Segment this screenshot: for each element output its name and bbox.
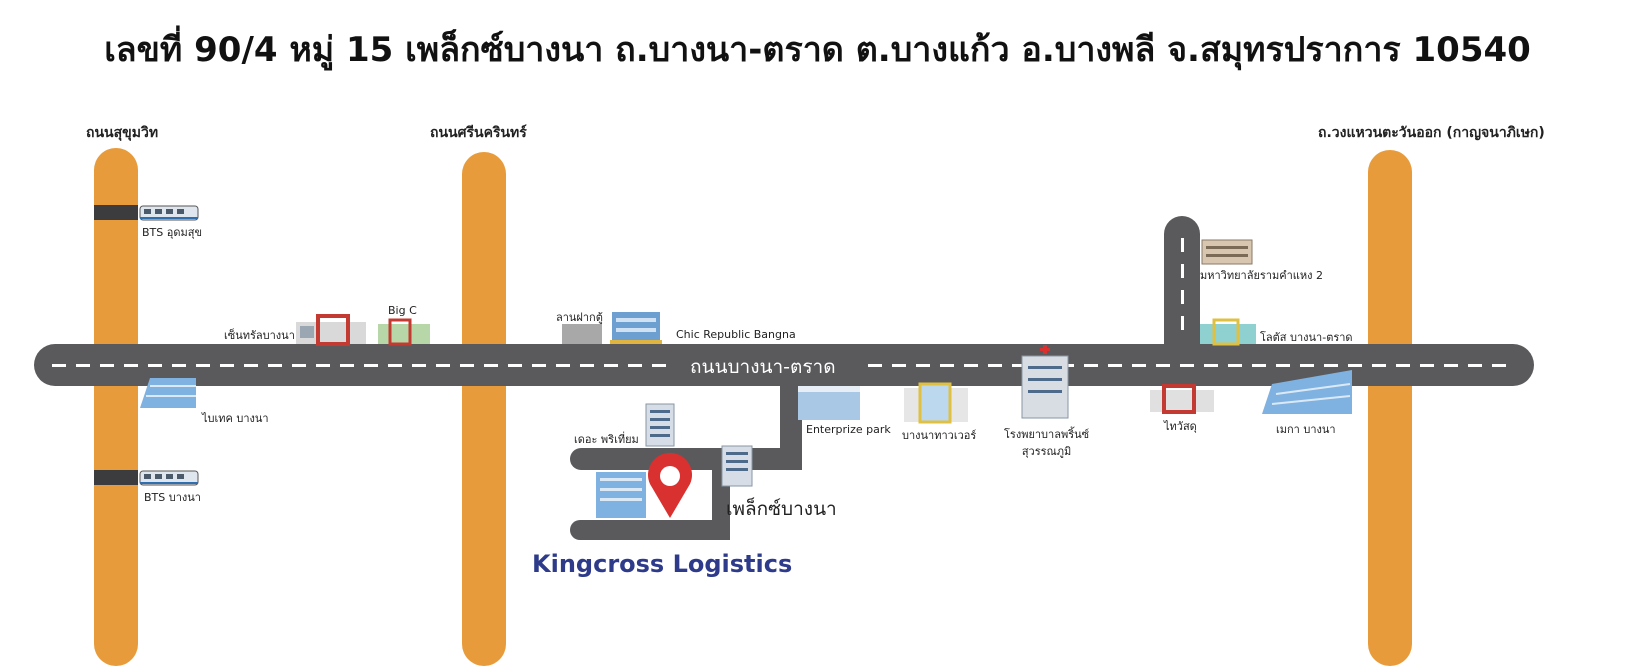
label-bts-bangna: BTS บางนา [144, 491, 201, 504]
road-label-sukhumvit: ถนนสุขุมวิท [86, 125, 159, 141]
label-bts-udomsuk: BTS อุดมสุข [142, 226, 202, 239]
building-icon-mega [1262, 370, 1352, 414]
label-enterprize-park: Enterprize park [806, 423, 891, 436]
label-the-prestige: เดอะ พริเที่ยม [574, 433, 639, 446]
label-lotus: โลตัส บางนา-ตราด [1260, 331, 1353, 344]
label-lan-fak-tu: ลานฝากตู้ [556, 311, 603, 324]
building-icon-chic-republic [610, 312, 662, 344]
label-bitec: ไบเทค บางนา [202, 412, 269, 425]
highway-srinakarin [462, 152, 506, 666]
road-access-vertical [780, 370, 802, 470]
highway-east-ring [1368, 150, 1412, 666]
building-icon-thaiwatsadu [1150, 384, 1214, 414]
label-hospital: โรงพยาบาลพริ้นซ์ สุวรรณภูมิ [1004, 428, 1090, 458]
building-icon-central [296, 314, 366, 346]
building-icon-lotus [1200, 318, 1256, 346]
building-icon-prestige [645, 403, 675, 447]
building-icon-plex-bangna [721, 445, 753, 487]
road-center-dashes-left [52, 364, 672, 367]
label-mega-bangna: เมกา บางนา [1276, 423, 1336, 436]
road-access-bottom [570, 520, 730, 540]
label-big-c: Big C [388, 304, 417, 317]
building-icon-hospital [1021, 345, 1069, 419]
label-chic-republic: Chic Republic Bangna [676, 328, 796, 341]
building-icon-lan-fak-tu [562, 324, 602, 344]
brand-name: Kingcross Logistics [532, 550, 793, 578]
train-icon-bangna [139, 470, 199, 486]
train-icon-udomsuk [139, 205, 199, 221]
building-icon-enterprize [798, 386, 860, 420]
building-icon-kingcross [596, 472, 646, 518]
road-branch-dashes [1181, 238, 1184, 338]
building-icon-ramkhamhaeng [1201, 239, 1253, 265]
label-bangna-tower: บางนาทาวเวอร์ [902, 429, 977, 442]
road-label-east-ring: ถ.วงแหวนตะวันออก (กาญจนาภิเษก) [1318, 125, 1545, 141]
bts-track-udomsuk [94, 205, 138, 220]
label-ramkhamhaeng2: มหาวิทยาลัยรามคำแหง 2 [1200, 269, 1323, 282]
building-icon-bitec [140, 378, 196, 408]
building-icon-big-c [378, 318, 430, 346]
label-central-bangna: เซ็นทรัลบางนา [224, 329, 295, 342]
label-thaiwatsadu: ไทวัสดุ [1164, 420, 1197, 433]
highway-sukhumvit [94, 148, 138, 666]
page-title: เลขที่ 90/4 หมู่ 15 เพล็กซ์บางนา ถ.บางนา… [104, 30, 1531, 70]
label-plex-bangna: เพล็กซ์บางนา [726, 498, 837, 520]
bts-track-bangna [94, 470, 138, 485]
location-pin-icon [648, 452, 692, 518]
road-label-srinakarin: ถนนศรีนครินทร์ [430, 125, 527, 141]
road-center-dashes-right [868, 364, 1516, 367]
road-label-bangna-trad: ถนนบางนา-ตราด [690, 356, 836, 378]
building-icon-bangna-tower [904, 382, 968, 424]
